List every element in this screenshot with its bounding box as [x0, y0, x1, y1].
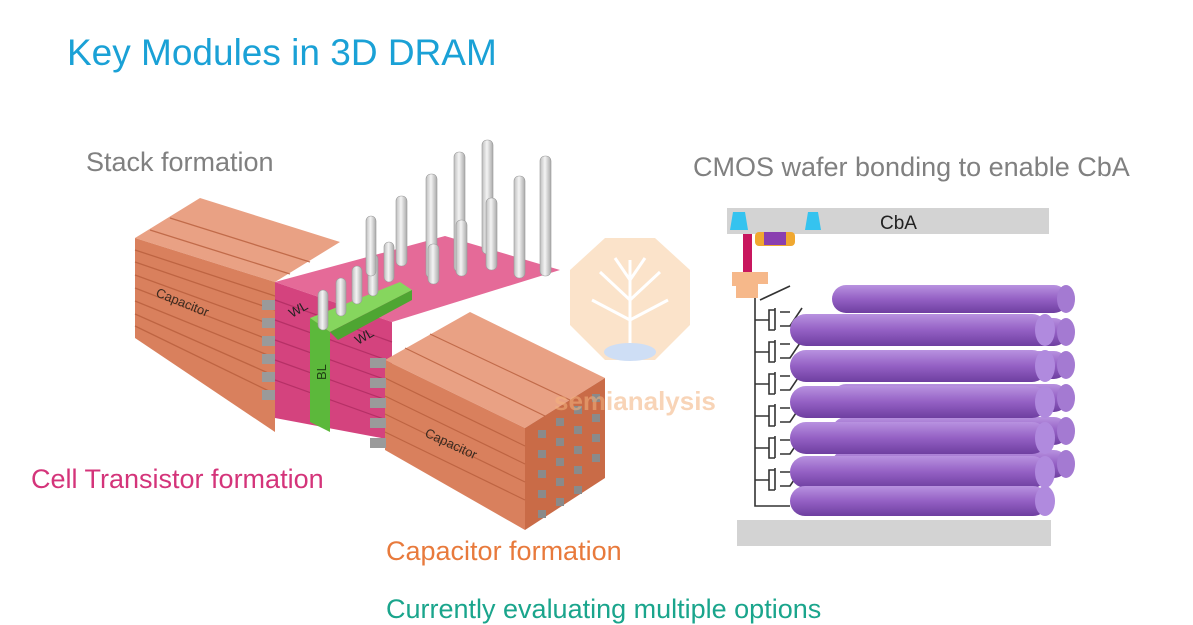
bitline: BL — [310, 282, 412, 432]
page-title: Key Modules in 3D DRAM — [67, 32, 497, 73]
cell-ends-left — [262, 300, 278, 400]
capacitor-cylinders-front — [790, 314, 1055, 516]
capacitor-block-left: Capacitor — [134, 198, 340, 432]
bottom-substrate — [737, 520, 1051, 546]
vertical-interconnect — [743, 234, 752, 272]
via-icon-left — [730, 212, 748, 230]
via-icon-right — [805, 212, 821, 230]
cmos-bonding-label: CMOS wafer bonding to enable CbA — [693, 152, 1130, 182]
capacitor-block-right: Capacitor — [370, 312, 605, 530]
stack-formation-label: Stack formation — [86, 147, 274, 177]
cell-ends-right — [370, 358, 386, 448]
bond-core — [764, 232, 786, 245]
watermark-text: semianalysis — [554, 386, 716, 416]
cba-diagram: CbA — [727, 208, 1075, 546]
capacitor-formation-label: Capacitor formation — [386, 536, 622, 566]
cell-transistor-label: Cell Transistor formation — [31, 464, 324, 494]
bl-text: BL — [314, 364, 329, 380]
connector-block — [732, 272, 768, 298]
dram-3d-structure: Capacitor WL WL — [134, 139, 605, 530]
cba-text: CbA — [880, 213, 917, 234]
circuit-ladder — [754, 285, 803, 507]
evaluating-options-label: Currently evaluating multiple options — [386, 594, 822, 624]
cba-bar — [727, 208, 1049, 234]
pillars — [317, 139, 552, 331]
capacitor-end-cells — [538, 394, 600, 518]
semianalysis-watermark: semianalysis — [554, 238, 716, 416]
